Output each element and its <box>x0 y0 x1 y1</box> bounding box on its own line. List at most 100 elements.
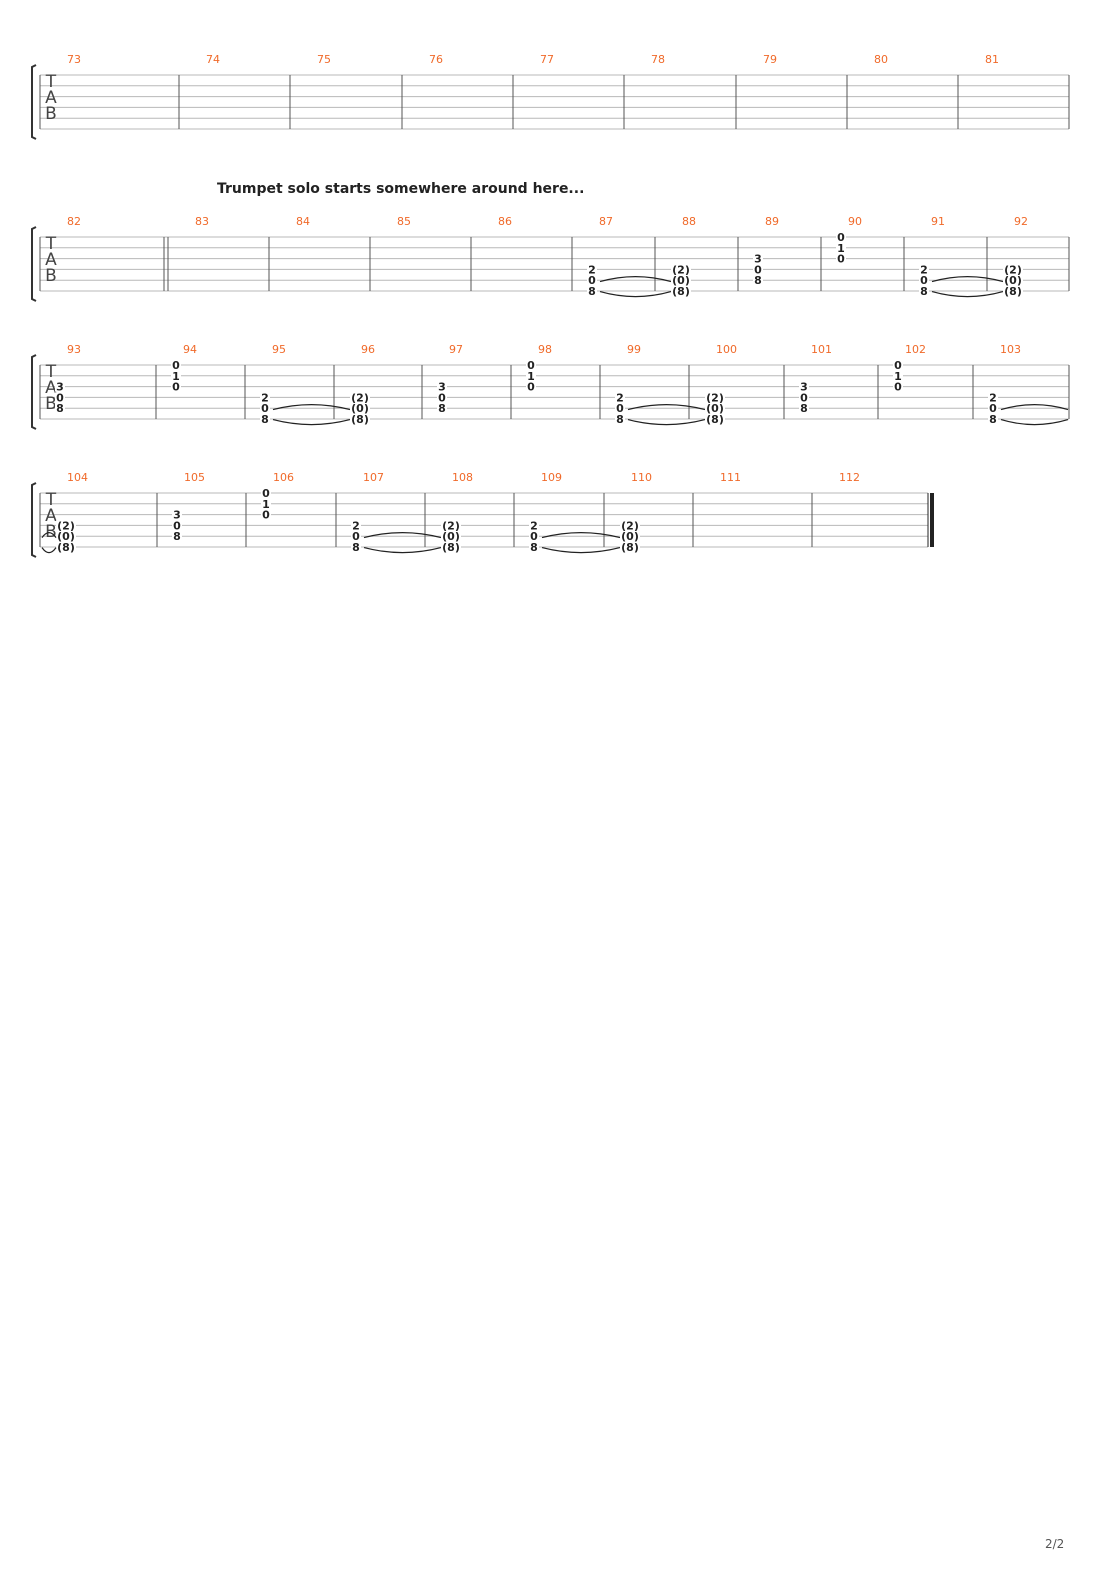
fret-backing <box>56 531 76 542</box>
fret-backing <box>620 531 640 542</box>
tab-clef-letter: B <box>45 266 57 286</box>
measure-number: 111 <box>720 471 741 484</box>
measure-number: 87 <box>599 215 613 228</box>
fret-number: 0 <box>172 359 180 372</box>
fret-number: (8) <box>351 413 369 426</box>
fret-number: 8 <box>530 541 538 554</box>
tie-arc-upper <box>363 532 442 539</box>
fret-backing <box>437 392 447 403</box>
tie-arc-lower <box>931 291 1004 298</box>
measure-number: 99 <box>627 343 641 356</box>
fret-backing <box>351 520 361 531</box>
measure-number: 107 <box>363 471 384 484</box>
fret-backing <box>350 392 370 403</box>
fret-backing <box>705 414 725 424</box>
fret-number: 2 <box>352 519 360 532</box>
fret-number: 3 <box>800 381 808 394</box>
measure-number: 96 <box>361 343 375 356</box>
measure-number: 100 <box>716 343 737 356</box>
measure-number: 94 <box>183 343 197 356</box>
measure-number: 76 <box>429 53 443 66</box>
fret-number: 2 <box>920 263 928 276</box>
fret-number: 0 <box>894 359 902 372</box>
fret-backing <box>988 414 998 424</box>
fret-number: 1 <box>172 370 180 383</box>
tie-arc-lower <box>627 419 706 426</box>
tie-arc-lower <box>599 291 672 298</box>
fret-number: 1 <box>262 498 270 511</box>
fret-number: (0) <box>57 530 75 543</box>
fret-number: 8 <box>588 285 596 298</box>
tab-clef-letter: A <box>45 378 57 398</box>
fret-number: (8) <box>672 285 690 298</box>
fret-backing <box>56 520 76 531</box>
fret-backing <box>620 542 640 552</box>
fret-number: 0 <box>352 530 360 543</box>
fret-number: (8) <box>442 541 460 554</box>
fret-backing <box>893 360 903 370</box>
staff-svg: TAB104(2)(0)(8)105308106010107208108(2)(… <box>31 471 934 558</box>
measure-number: 90 <box>848 215 862 228</box>
measure-number: 112 <box>839 471 860 484</box>
fret-backing <box>1003 264 1023 275</box>
fret-number: (2) <box>351 391 369 404</box>
measure-number: 108 <box>452 471 473 484</box>
fret-backing <box>893 370 903 381</box>
fret-number: 0 <box>172 381 180 394</box>
fret-backing <box>919 264 929 275</box>
fret-number: (2) <box>621 519 639 532</box>
fret-number: 8 <box>261 413 269 426</box>
measure-number: 78 <box>651 53 665 66</box>
fret-number: 0 <box>173 519 181 532</box>
measure-number: 77 <box>540 53 554 66</box>
tie-arc-upper <box>627 404 706 411</box>
fret-backing <box>919 275 929 286</box>
measure-number: 110 <box>631 471 652 484</box>
fret-backing <box>615 414 625 424</box>
measure-number: 79 <box>763 53 777 66</box>
fret-backing <box>705 403 725 414</box>
fret-backing <box>172 520 182 531</box>
fret-number: 3 <box>173 509 181 522</box>
fret-backing <box>55 403 65 414</box>
tie-arc-lower <box>1000 419 1069 426</box>
tab-clef-letter: T <box>45 490 57 510</box>
fret-backing <box>705 392 725 403</box>
fret-number: 2 <box>530 519 538 532</box>
fret-number: 0 <box>527 381 535 394</box>
fret-backing <box>1003 275 1023 286</box>
measure-number: 109 <box>541 471 562 484</box>
fret-backing <box>620 520 640 531</box>
fret-backing <box>893 381 903 392</box>
measure-number: 80 <box>874 53 888 66</box>
fret-backing <box>529 531 539 542</box>
fret-backing <box>671 286 691 296</box>
fret-backing <box>799 403 809 414</box>
fret-backing <box>260 403 270 414</box>
measure-number: 84 <box>296 215 310 228</box>
fret-number: 0 <box>837 253 845 266</box>
fret-backing <box>836 232 846 242</box>
system-bracket <box>31 226 37 302</box>
fret-number: 2 <box>261 391 269 404</box>
fret-backing <box>836 253 846 264</box>
tie-arc-lower <box>541 547 621 554</box>
fret-number: 8 <box>616 413 624 426</box>
fret-number: (2) <box>706 391 724 404</box>
measure-number: 97 <box>449 343 463 356</box>
fret-number: 8 <box>989 413 997 426</box>
fret-backing <box>351 542 361 552</box>
fret-number: 3 <box>438 381 446 394</box>
fret-backing <box>529 542 539 552</box>
system-bracket <box>31 482 37 558</box>
fret-backing <box>799 392 809 403</box>
fret-backing <box>441 542 461 552</box>
fret-backing <box>350 403 370 414</box>
measure-number: 93 <box>67 343 81 356</box>
measure-number: 86 <box>498 215 512 228</box>
measure-number: 95 <box>272 343 286 356</box>
fret-backing <box>526 370 536 381</box>
fret-backing <box>260 392 270 403</box>
